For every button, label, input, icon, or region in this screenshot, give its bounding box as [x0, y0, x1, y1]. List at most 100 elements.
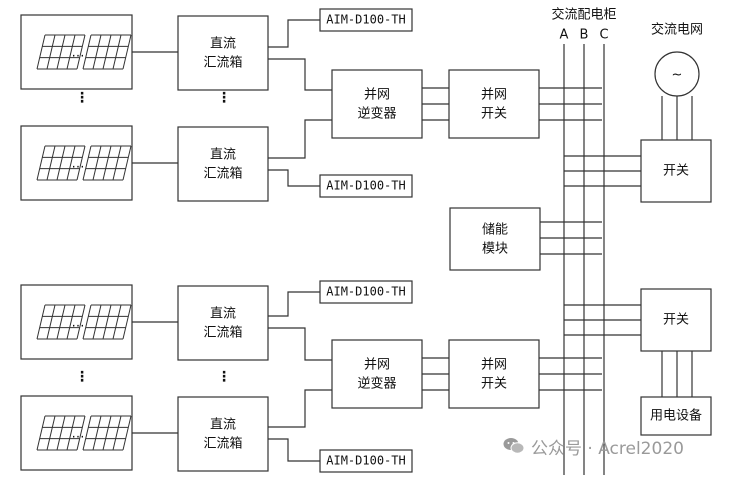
solar-array-row4-panel-right [82, 415, 132, 451]
panel-cell-line [92, 34, 102, 70]
watermark: 公众号 · Acrel2020 [503, 434, 684, 459]
panel-cell-line [102, 304, 112, 340]
combiner-to-meter-wire [268, 169, 320, 187]
solar-array-row2-panel-ellipsis: … [72, 157, 85, 172]
panel-cell-line [122, 34, 132, 70]
grid-switch-lower-label-2: 开关 [481, 377, 507, 392]
solar-array-row4 [20, 395, 133, 471]
watermark-text: 公众号 · Acrel2020 [531, 438, 684, 459]
electrical-load-equipment [640, 396, 712, 436]
solar-ellipsis-top: ⋮ [75, 90, 89, 106]
ac-switch-upper [640, 139, 712, 203]
panel-cell-line [36, 34, 46, 70]
panel-cell-line [76, 34, 86, 70]
panel-cell-line [112, 415, 122, 451]
combiner-to-inverter-wire [268, 58, 332, 91]
panel-cell-line [112, 304, 122, 340]
solar-array-row1-panel-ellipsis: … [72, 46, 85, 61]
solar-array-row2-panel-left [36, 145, 86, 181]
combiner-to-meter-wire [268, 438, 320, 462]
solar-array-row4-panel-ellipsis: … [72, 427, 85, 442]
panel-cell-line [122, 145, 132, 181]
busbar-label-b: B [580, 28, 589, 43]
panel-cell-line [76, 145, 86, 181]
solar-array-row3-panel-left [36, 304, 86, 340]
ac-grid-title: 交流电网 [651, 22, 703, 38]
panel-cell-line [76, 415, 86, 451]
panel-cell-line [82, 34, 92, 70]
dc-combiner-box-row1-label-2: 汇流箱 [203, 55, 242, 71]
solar-array-row3-panel-right [82, 304, 132, 340]
ac-switch-lower [640, 288, 712, 352]
panel-cell-line [46, 304, 56, 340]
panel-cell-line [76, 304, 86, 340]
combiner-to-inverter-wire [268, 327, 332, 361]
aim-meter-m2-label: AIM-D100-TH [326, 179, 405, 193]
solar-array-row2-panel-right [82, 145, 132, 181]
panel-cell-line [66, 415, 76, 451]
solar-array-row4-panel-left [36, 415, 86, 451]
dc-combiner-box-row1-label-1: 直流 [210, 37, 236, 52]
dc-combiner-box-row3 [177, 285, 269, 361]
dc-combiner-box-row2-label-1: 直流 [210, 148, 236, 163]
combiner-to-meter-wire [268, 291, 320, 317]
solar-array-row1 [20, 14, 133, 90]
panel-cell-line [56, 304, 66, 340]
dc-combiner-box-row4-label-1: 直流 [210, 418, 236, 433]
ac-distribution-cabinet-title: 交流配电柜 [551, 7, 616, 23]
grid-switch-lower [448, 339, 540, 409]
solar-array-row3-panel-ellipsis: … [72, 316, 85, 331]
panel-cell-line [82, 304, 92, 340]
panel-cell-line [122, 415, 132, 451]
busbar-label-c: C [599, 28, 608, 43]
panel-cell-line [46, 415, 56, 451]
panel-cell-line [56, 34, 66, 70]
panel-cell-line [102, 145, 112, 181]
panel-cell-line [66, 145, 76, 181]
dc-combiner-box-row3-label-1: 直流 [210, 307, 236, 322]
energy-storage-module-label-1: 储能 [482, 223, 508, 238]
electrical-load-equipment-label: 用电设备 [650, 408, 702, 424]
solar-array-row2 [20, 125, 133, 201]
dc-combiner-box-row3-label-2: 汇流箱 [203, 325, 242, 341]
ac-grid-symbol: ~ [672, 68, 683, 83]
combiner-to-inverter-wire [268, 389, 332, 428]
panel-cell-line [56, 415, 66, 451]
energy-storage-module-label-2: 模块 [482, 242, 508, 257]
solar-array-row1-panel-left [36, 34, 86, 70]
panel-cell-line [92, 145, 102, 181]
grid-switch-lower-label-1: 并网 [481, 358, 507, 373]
busbar-label-a: A [560, 28, 569, 43]
combiner-ellipsis-bottom: ⋮ [217, 369, 231, 385]
grid-inverter-upper [331, 69, 423, 139]
panel-cell-line [92, 415, 102, 451]
grid-inverter-upper-label-2: 逆变器 [357, 106, 396, 122]
grid-inverter-lower-label-1: 并网 [364, 358, 390, 373]
aim-meter-m3-label: AIM-D100-TH [326, 285, 405, 299]
panel-cell-line [36, 415, 46, 451]
panel-cell-line [66, 304, 76, 340]
dc-combiner-box-row1 [177, 15, 269, 91]
panel-cell-line [82, 145, 92, 181]
panel-cell-line [102, 415, 112, 451]
grid-switch-upper-label-2: 开关 [481, 107, 507, 122]
dc-combiner-box-row2 [177, 126, 269, 202]
aim-meter-m4-label: AIM-D100-TH [326, 454, 405, 468]
ac-switch-lower-label: 开关 [663, 313, 689, 328]
dc-combiner-box-row2-label-2: 汇流箱 [203, 166, 242, 182]
dc-combiner-box-row4 [177, 396, 269, 472]
panel-cell-line [82, 415, 92, 451]
wechat-icon [503, 438, 525, 454]
grid-switch-upper [448, 69, 540, 139]
combiner-to-inverter-wire [268, 119, 332, 159]
aim-meter-m1-label: AIM-D100-TH [326, 13, 405, 27]
grid-switch-upper-label-1: 并网 [481, 88, 507, 103]
panel-cell-line [112, 34, 122, 70]
grid-inverter-lower [331, 339, 423, 409]
combiner-to-meter-wire [268, 19, 320, 48]
panel-cell-line [36, 304, 46, 340]
panel-cell-line [122, 304, 132, 340]
combiner-ellipsis-top: ⋮ [217, 90, 231, 106]
solar-array-row3 [20, 284, 133, 360]
panel-cell-line [112, 145, 122, 181]
